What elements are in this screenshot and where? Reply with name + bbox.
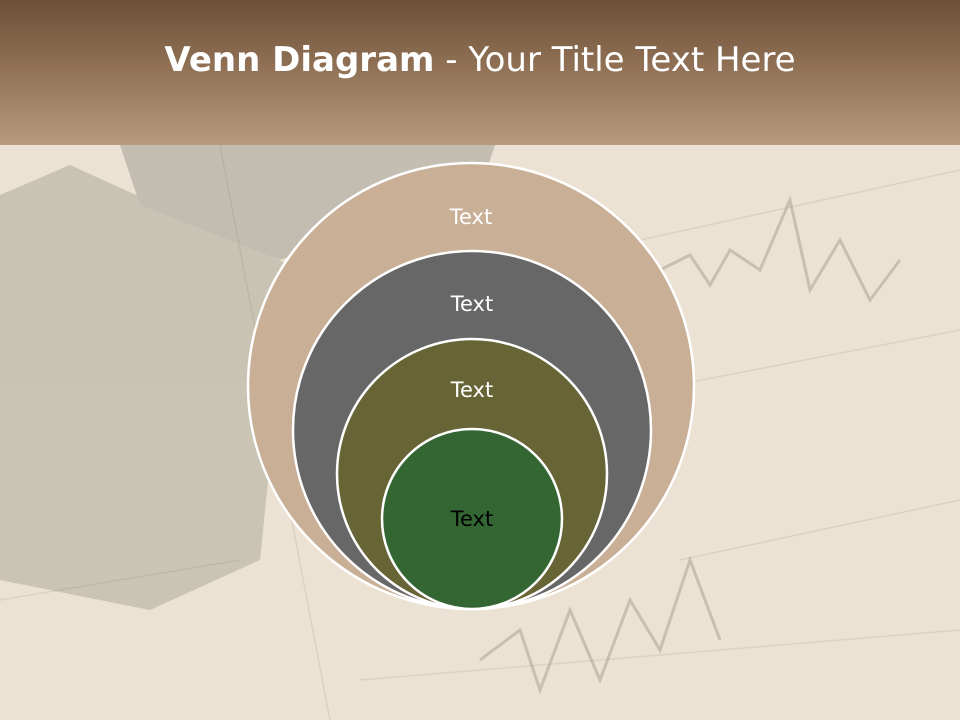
header-bar: Venn Diagram - Your Title Text Here [0, 0, 960, 145]
title-bold-part: Venn Diagram [164, 40, 435, 80]
circle-third-label: Text [450, 378, 494, 402]
title-rest-part: - Your Title Text Here [434, 40, 796, 80]
circle-outer-label: Text [449, 205, 493, 229]
circle-inner [380, 427, 564, 611]
slide-title: Venn Diagram - Your Title Text Here [0, 40, 960, 80]
circle-second-label: Text [450, 292, 494, 316]
circle-inner-label: Text [450, 507, 494, 531]
